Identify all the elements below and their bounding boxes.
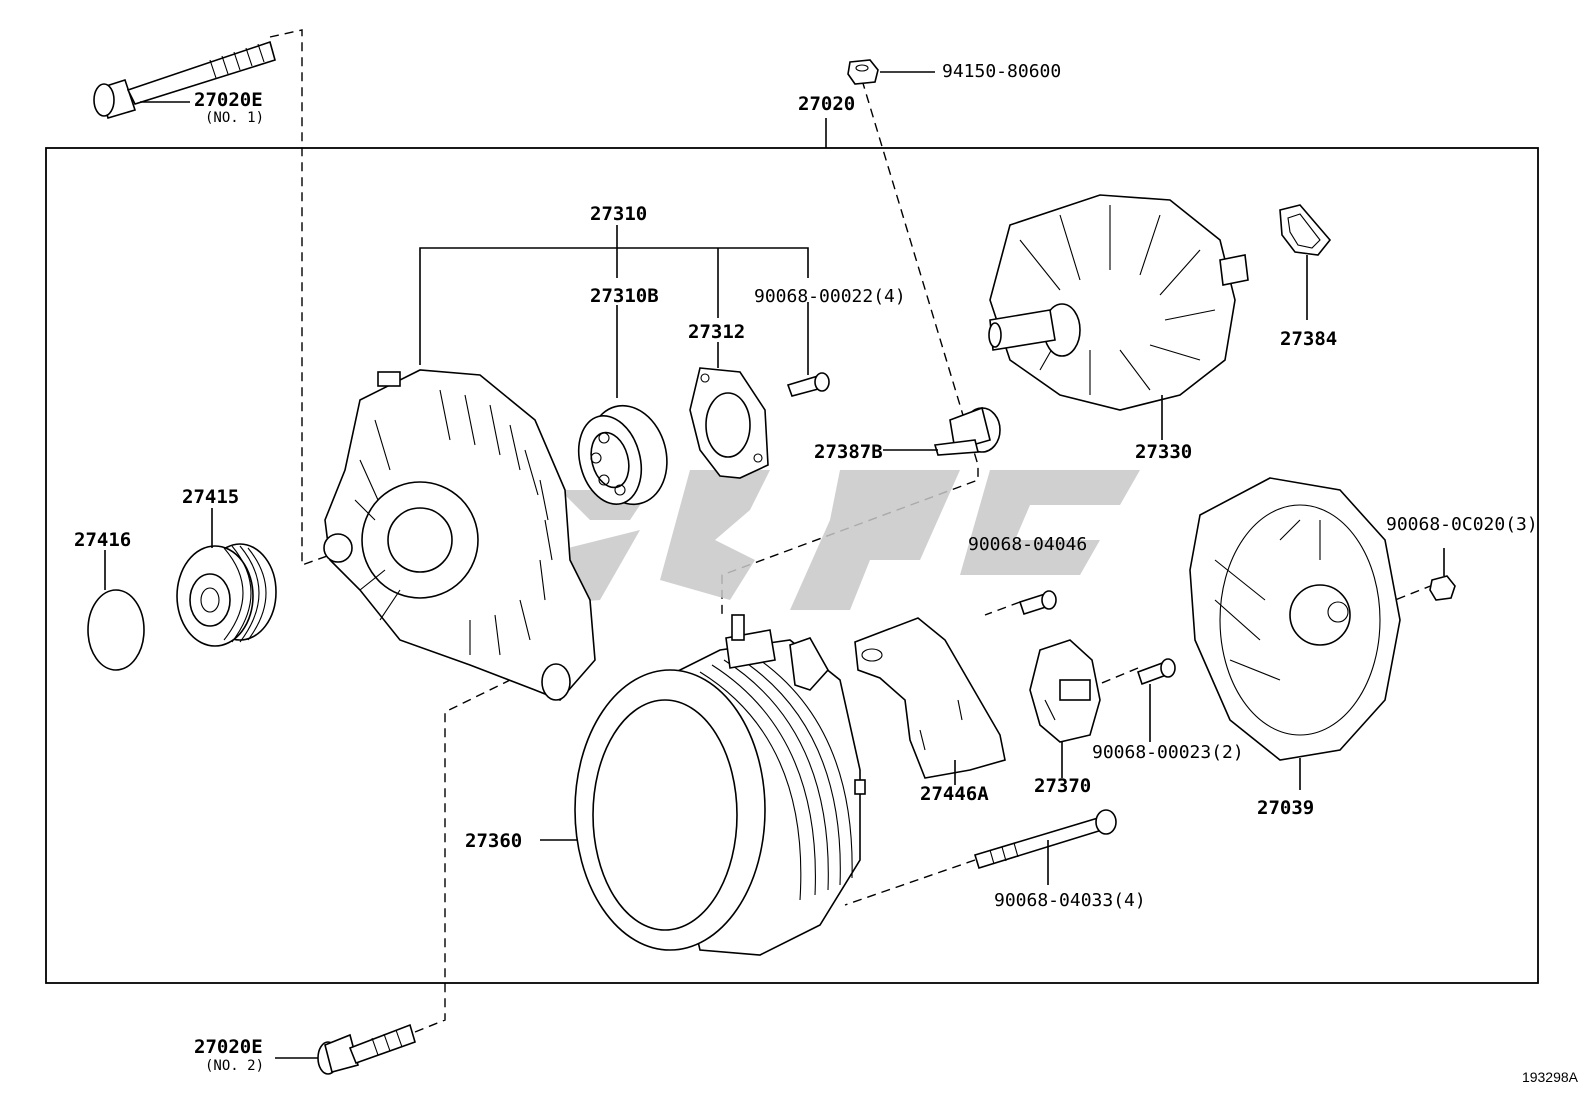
label-27416: 27416 <box>74 529 131 551</box>
label-27039: 27039 <box>1257 797 1314 819</box>
label-27020e-no1-sub: (NO. 1) <box>205 110 264 126</box>
brush-holder-27370 <box>1029 639 1101 743</box>
group-bracket-27310 <box>419 225 809 398</box>
label-90068-00022: 90068-00022(4) <box>754 286 906 307</box>
nut-94150-80600 <box>847 59 879 85</box>
screw-90068-04046 <box>1018 590 1057 616</box>
cap-27416 <box>87 589 145 671</box>
part-labels: 27020E (NO. 1) 27020 94150-80600 27310 2… <box>74 61 1538 1074</box>
label-27312: 27312 <box>688 321 745 343</box>
label-27020e-no2: 27020E <box>194 1036 263 1058</box>
label-27020e-no2-sub: (NO. 2) <box>205 1058 264 1074</box>
bolt-27020e-no1 <box>93 40 276 120</box>
label-27330: 27330 <box>1135 441 1192 463</box>
retainer-plate-27312 <box>689 367 769 479</box>
label-90068-0c020: 90068-0C020(3) <box>1386 514 1538 535</box>
label-27360: 27360 <box>465 830 522 852</box>
label-27310b: 27310B <box>590 285 659 307</box>
label-27415: 27415 <box>182 486 239 508</box>
drive-end-frame <box>323 369 596 701</box>
pulley-27415 <box>176 543 277 647</box>
stator-housing-27360 <box>574 614 866 956</box>
label-27020: 27020 <box>798 93 855 115</box>
rotor-27330 <box>988 194 1249 411</box>
assembly-frame <box>45 147 1539 984</box>
rear-cover-27039 <box>1189 477 1401 761</box>
label-27384: 27384 <box>1280 328 1337 350</box>
bolt-27020e-no2 <box>317 1023 416 1075</box>
label-90068-04046: 90068-04046 <box>968 534 1087 555</box>
bracket-27446a <box>854 617 1006 779</box>
screw-90068-00022 <box>786 372 830 397</box>
figure-code: 193298A <box>1521 1069 1578 1085</box>
label-27020e-no1: 27020E <box>194 89 263 111</box>
nut-90068-0c020 <box>1429 575 1456 601</box>
screw-90068-00023 <box>1136 658 1176 686</box>
through-bolt-90068-04033 <box>973 809 1117 870</box>
label-90068-00023: 90068-00023(2) <box>1092 742 1244 763</box>
label-27446a: 27446A <box>920 783 989 805</box>
label-94150-80600: 94150-80600 <box>942 61 1061 82</box>
bearing-27310b <box>577 404 668 506</box>
label-27387b: 27387B <box>814 441 883 463</box>
label-90068-04033: 90068-04033(4) <box>994 890 1146 911</box>
cap-27384 <box>1279 204 1332 256</box>
seal-27387b <box>933 406 1001 456</box>
label-27310: 27310 <box>590 203 647 225</box>
label-27370: 27370 <box>1034 775 1091 797</box>
